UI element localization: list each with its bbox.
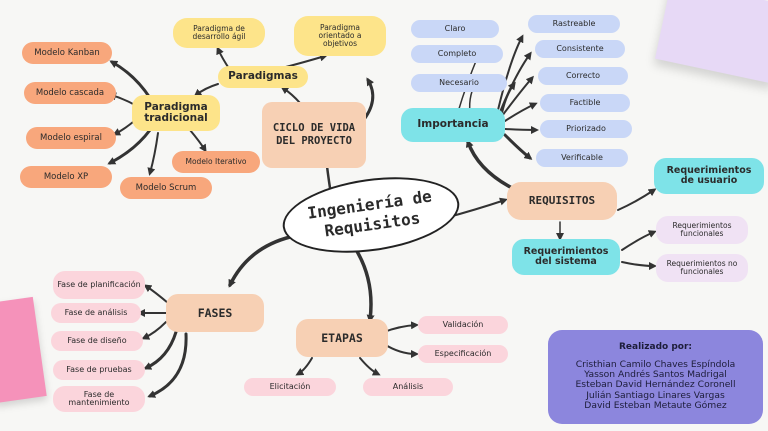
credits-card: Realizado por: Cristhian Camilo Chaves E… <box>548 330 763 424</box>
credit-name: Esteban David Hernández Coronell <box>575 379 736 391</box>
node-modelo-cascada-label: Modelo cascada <box>35 87 105 98</box>
credits-title: Realizado por: <box>618 342 692 352</box>
node-consistente-label: Consistente <box>556 43 604 53</box>
node-paradigma-objetivos: Paradigma orientado a objetivos <box>294 16 386 56</box>
node-fase-diseno-label: Fase de diseño <box>67 335 127 345</box>
node-completo: Completo <box>411 45 503 63</box>
node-paradigmas-label: Paradigmas <box>228 70 298 83</box>
node-especificacion: Especificación <box>418 345 508 363</box>
node-requerimientos-no-funcionales-label: Requerimientos no funcionales <box>666 259 738 276</box>
node-analisis-label: Análisis <box>392 381 424 391</box>
node-etapas: ETAPAS <box>296 319 388 357</box>
node-necesario-label: Necesario <box>439 77 479 87</box>
node-modelo-xp-label: Modelo XP <box>43 171 89 182</box>
credit-name: Julián Santiago Linares Vargas <box>586 389 725 401</box>
node-factible: Factible <box>540 94 630 112</box>
node-requerimientos-funcionales: Requerimientos funcionales <box>656 216 748 244</box>
node-modelo-scrum-label: Modelo Scrum <box>135 182 197 193</box>
node-fase-mantenimiento: Fase de mantenimiento <box>53 386 145 412</box>
node-paradigmas: Paradigmas <box>218 66 308 88</box>
node-modelo-iterativo: Modelo Iterativo <box>172 151 260 173</box>
node-priorizado: Priorizado <box>540 120 632 138</box>
node-ciclo-de-vida-label: CICLO DE VIDA DEL PROYECTO <box>272 122 356 147</box>
node-fase-pruebas: Fase de pruebas <box>53 360 145 380</box>
central-topic-label: Ingeniería de Requisitos <box>306 186 433 241</box>
node-fases: FASES <box>166 294 264 332</box>
node-claro: Claro <box>411 20 499 38</box>
credit-name: David Esteban Metaute Gómez <box>584 399 727 411</box>
node-importancia: Importancia <box>401 108 505 142</box>
node-especificacion-label: Especificación <box>434 348 492 358</box>
node-requerimientos-usuario: Requerimientos de usuario <box>654 158 764 194</box>
node-requerimientos-sistema-label: Requerimientos del sistema <box>523 246 609 267</box>
node-priorizado-label: Priorizado <box>566 123 606 133</box>
node-fase-planificacion-label: Fase de planificación <box>57 279 141 289</box>
node-necesario: Necesario <box>411 74 507 92</box>
node-paradigma-tradicional: Paradigma tradicional <box>132 95 220 131</box>
node-validacion: Validación <box>418 316 508 334</box>
node-modelo-kanban: Modelo Kanban <box>22 42 112 64</box>
node-modelo-espiral-label: Modelo espiral <box>40 132 102 143</box>
node-fase-analisis: Fase de análisis <box>51 303 141 323</box>
node-fase-pruebas-label: Fase de pruebas <box>66 364 132 374</box>
node-requerimientos-usuario-label: Requerimientos de usuario <box>666 165 752 186</box>
node-modelo-scrum: Modelo Scrum <box>120 177 212 199</box>
node-importancia-label: Importancia <box>417 118 489 131</box>
node-paradigma-tradicional-label: Paradigma tradicional <box>144 100 208 124</box>
credits-names: Cristhian Camilo Chaves Espíndola Yasson… <box>548 359 763 411</box>
node-completo-label: Completo <box>437 48 477 58</box>
node-modelo-espiral: Modelo espiral <box>26 127 116 149</box>
node-modelo-iterativo-label: Modelo Iterativo <box>185 157 247 167</box>
node-requisitos: REQUISITOS <box>507 182 617 220</box>
node-fase-analisis-label: Fase de análisis <box>64 307 128 317</box>
node-paradigma-agil-label: Paradigma de desarrollo ágil <box>192 24 246 41</box>
node-requerimientos-sistema: Requerimientos del sistema <box>512 239 620 275</box>
node-paradigma-agil: Paradigma de desarrollo ágil <box>173 18 265 48</box>
node-analisis: Análisis <box>363 378 453 396</box>
node-factible-label: Factible <box>569 97 601 107</box>
node-requerimientos-funcionales-label: Requerimientos funcionales <box>672 221 732 238</box>
node-consistente: Consistente <box>535 40 625 58</box>
node-elicitacion: Elicitación <box>244 378 336 396</box>
node-correcto: Correcto <box>538 67 628 85</box>
node-modelo-cascada: Modelo cascada <box>24 82 116 104</box>
node-correcto-label: Correcto <box>565 70 601 80</box>
node-etapas-label: ETAPAS <box>321 330 363 345</box>
node-claro-label: Claro <box>444 23 466 33</box>
node-paradigma-objetivos-label: Paradigma orientado a objetivos <box>318 23 362 48</box>
node-verificable-label: Verificable <box>561 152 603 162</box>
node-fase-diseno: Fase de diseño <box>51 331 143 351</box>
node-fases-label: FASES <box>197 305 233 320</box>
node-fase-planificacion: Fase de planificación <box>53 271 145 299</box>
node-requisitos-label: REQUISITOS <box>528 194 596 208</box>
node-modelo-xp: Modelo XP <box>20 166 112 188</box>
node-rastreable-label: Rastreable <box>552 18 596 28</box>
credit-name: Yasson Andrés Santos Madrigal <box>584 369 727 381</box>
node-elicitacion-label: Elicitación <box>269 381 311 391</box>
node-modelo-kanban-label: Modelo Kanban <box>34 47 100 58</box>
node-requerimientos-no-funcionales: Requerimientos no funcionales <box>656 254 748 282</box>
node-validacion-label: Validación <box>442 319 484 329</box>
credit-name: Cristhian Camilo Chaves Espíndola <box>575 359 736 370</box>
node-rastreable: Rastreable <box>528 15 620 33</box>
node-ciclo-de-vida: CICLO DE VIDA DEL PROYECTO <box>262 102 366 168</box>
node-fase-mantenimiento-label: Fase de mantenimiento <box>68 389 130 407</box>
node-verificable: Verificable <box>536 149 628 167</box>
